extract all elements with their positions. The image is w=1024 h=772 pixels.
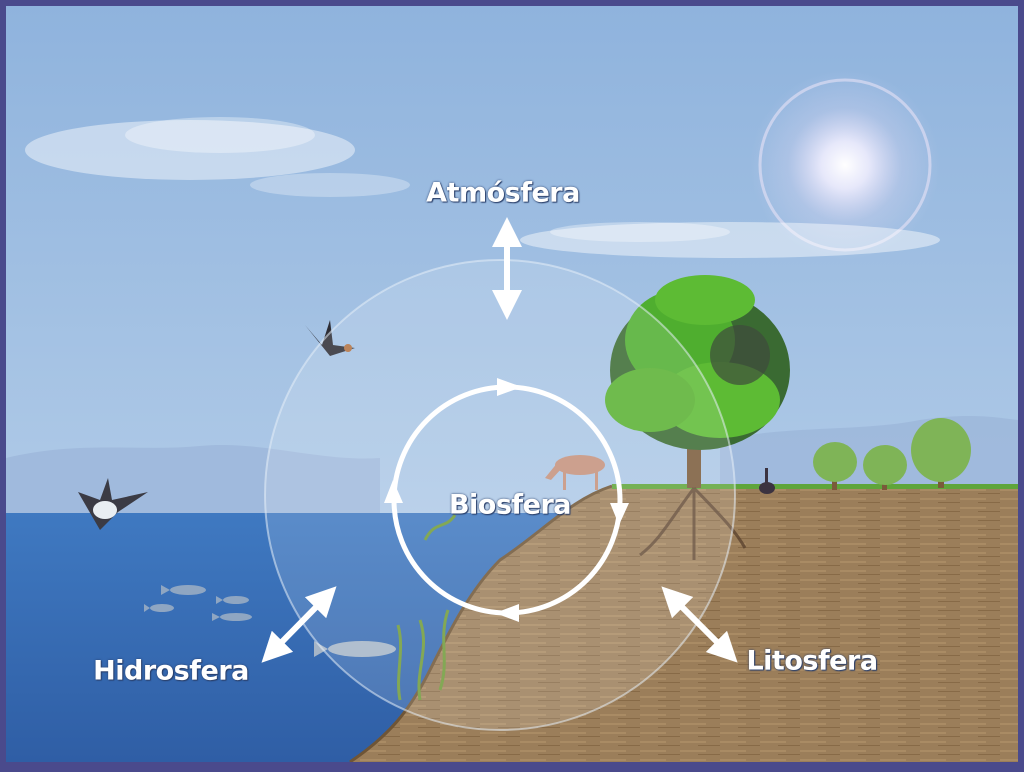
rabbit-icon: [759, 468, 775, 494]
sun-icon: [750, 70, 940, 260]
label-biosphere: Biosfera: [448, 489, 572, 521]
cycle-arrowheads: [384, 378, 629, 622]
label-hydrosphere: Hidrosfera: [93, 655, 249, 687]
label-lithosphere: Litosfera: [746, 645, 878, 677]
grass-line: [612, 484, 1018, 489]
arrow-lithosphere-exchange: [661, 586, 738, 663]
distant-hills: [6, 444, 380, 515]
seaweed: [396, 514, 457, 701]
bird-icon-left: [78, 478, 148, 530]
exchange-arrows: [261, 217, 738, 663]
arrow-hydrosphere-exchange: [261, 586, 337, 663]
shoreline: [349, 484, 613, 764]
deer-icon: [545, 455, 605, 490]
cloud-icon: [25, 117, 940, 258]
tree-icon-small: [813, 418, 971, 490]
bird-icon: [305, 320, 355, 356]
label-atmosphere: Atmósfera: [426, 177, 580, 209]
